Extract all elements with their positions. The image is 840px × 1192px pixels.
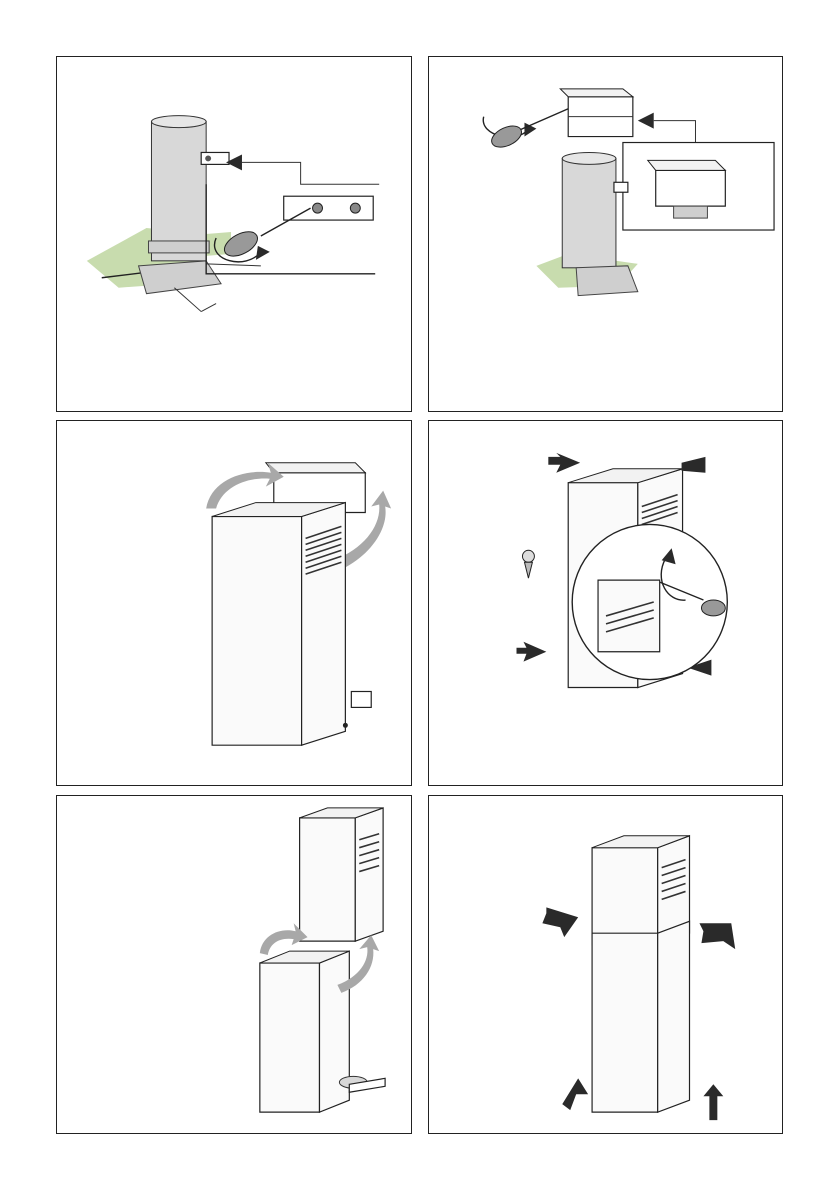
- upper-chimney-fixed-with-screws-icon: [429, 421, 782, 785]
- upper-chimney-placed-around-bracket-icon: [57, 421, 411, 785]
- screw-icon: [522, 550, 534, 578]
- chimney-assembled-icon: [429, 796, 782, 1133]
- illustration-panel-4: [428, 420, 783, 786]
- duct-adapter-screwed-to-bracket-icon: [429, 57, 782, 411]
- illustration-panel-3: [56, 420, 412, 786]
- illustration-panel-5: [56, 795, 412, 1134]
- illustration-panel-2: [428, 56, 783, 412]
- illustration-panel-1: [56, 56, 412, 412]
- illustration-panel-6: [428, 795, 783, 1134]
- lower-chimney-placed-under-upper-icon: [57, 796, 411, 1133]
- bracket-screwed-to-wall-icon: [57, 57, 411, 411]
